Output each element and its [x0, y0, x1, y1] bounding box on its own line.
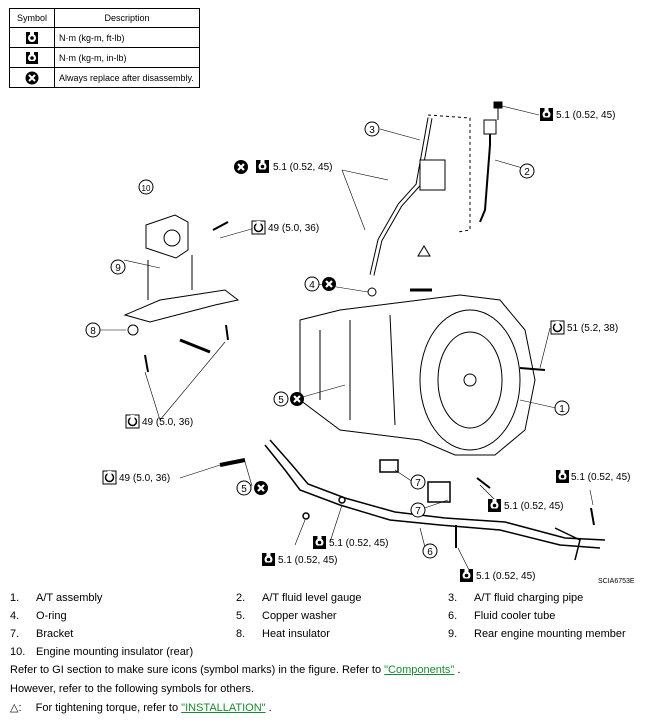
torque-label-right: 5.1 (0.52, 45): [571, 472, 630, 483]
torque-wrench-ftlb-icon: [251, 220, 266, 235]
part-item: 10.Engine mounting insulator (rear): [10, 646, 194, 658]
callout-2: 2: [519, 163, 535, 179]
fluid-cooler-tube: [219, 439, 606, 561]
legend-desc-ftlb: N·m (kg-m, ft-lb): [54, 27, 200, 48]
part-item: 3.A/T fluid charging pipe: [448, 592, 584, 604]
torque-label-union: 49 (5.0, 36): [119, 473, 170, 484]
components-link[interactable]: "Components": [384, 664, 455, 676]
callout-5-upper: 5: [273, 391, 289, 407]
torque-label-charging-pipe: 5.1 (0.52, 45): [556, 110, 615, 121]
svg-text:6: 6: [427, 547, 433, 558]
part-item: 8.Heat insulator: [236, 628, 330, 640]
note-line-2: However, refer to the following symbols …: [10, 683, 254, 695]
svg-text:3: 3: [369, 125, 375, 136]
part-item: 6.Fluid cooler tube: [448, 610, 556, 622]
svg-text:8: 8: [90, 326, 96, 337]
torque-label-tube-a: 5.1 (0.52, 45): [329, 538, 388, 549]
svg-text:10: 10: [142, 184, 151, 193]
torque-label-rear: 51 (5.2, 38): [567, 323, 618, 334]
callout-3: 3: [364, 121, 380, 137]
torque-wrench-inlb-icon: [262, 553, 275, 566]
torque-wrench-ftlb-icon: [550, 320, 565, 335]
triangle-symbol-icon: [417, 245, 431, 257]
part-item: 9.Rear engine mounting member: [448, 628, 626, 640]
part-item: 5.Copper washer: [236, 610, 337, 622]
at-assembly-body: [299, 287, 546, 456]
symbol-legend-table: Symbol Description N·m (kg-m, ft-lb) N·m…: [9, 8, 200, 88]
note-line-3: △: For tightening torque, refer to "INST…: [10, 702, 272, 714]
callout-7-lower: 7: [410, 502, 426, 518]
torque-label-insulator: 49 (5.0, 36): [268, 223, 319, 234]
callout-9: 9: [110, 259, 126, 275]
svg-text:2: 2: [524, 167, 530, 178]
svg-text:1: 1: [559, 404, 565, 415]
callout-1: 1: [554, 400, 570, 416]
svg-text:5: 5: [278, 395, 284, 406]
svg-text:5: 5: [241, 484, 247, 495]
part-item: 2.A/T fluid level gauge: [236, 592, 362, 604]
torque-wrench-inlb-icon: [313, 536, 326, 549]
callout-5-lower: 5: [236, 480, 252, 496]
callout-7-upper: 7: [410, 474, 426, 490]
torque-wrench-inlb-icon: [460, 569, 473, 582]
torque-wrench-inlb-icon: [540, 108, 553, 121]
legend-header-symbol: Symbol: [9, 8, 55, 28]
always-replace-icon: [288, 390, 306, 408]
legend-header-description: Description: [54, 8, 200, 28]
svg-text:7: 7: [415, 478, 421, 489]
torque-label-tube-b: 5.1 (0.52, 45): [278, 555, 337, 566]
mounting-member-group: [123, 214, 240, 373]
triangle-symbol-icon: △:: [10, 702, 22, 714]
svg-text:4: 4: [309, 280, 315, 291]
torque-label-clamp: 5.1 (0.52, 45): [504, 501, 563, 512]
svg-text:7: 7: [415, 506, 421, 517]
torque-wrench-inlb-icon: [26, 51, 38, 64]
installation-link[interactable]: "INSTALLATION": [181, 702, 266, 714]
callout-4: 4: [304, 276, 320, 292]
torque-wrench-inlb-icon: [488, 499, 501, 512]
legend-desc-inlb: N·m (kg-m, in-lb): [54, 47, 200, 68]
torque-label-gauge-bolt: 5.1 (0.52, 45): [273, 162, 332, 173]
fluid-gauge-group: [369, 101, 503, 276]
callout-6: 6: [422, 543, 438, 559]
torque-label-bottom: 5.1 (0.52, 45): [476, 571, 535, 582]
torque-wrench-ftlb-icon: [102, 470, 117, 485]
always-replace-icon: [232, 158, 250, 176]
torque-label-member: 49 (5.0, 36): [142, 417, 193, 428]
torque-wrench-inlb-icon: [256, 160, 269, 173]
callout-10: 10: [138, 179, 154, 195]
part-item: 7.Bracket: [10, 628, 74, 640]
legend-desc-replace: Always replace after disassembly.: [54, 67, 200, 88]
part-item: 4.O-ring: [10, 610, 67, 622]
callout-8: 8: [85, 322, 101, 338]
note-line-1: Refer to GI section to make sure icons (…: [10, 664, 461, 676]
torque-wrench-ftlb-icon: [26, 31, 38, 44]
always-replace-icon: [320, 275, 338, 293]
part-item: 1.A/T assembly: [10, 592, 103, 604]
always-replace-icon: [252, 479, 270, 497]
svg-text:9: 9: [115, 263, 121, 274]
figure-code: SCIA6753E: [598, 578, 635, 585]
exploded-diagram: 3 2 10 9 4 8 1 5 5 7 7 6 5.1 (0.52, 45) …: [85, 101, 630, 582]
torque-wrench-ftlb-icon: [125, 414, 140, 429]
torque-wrench-inlb-icon: [556, 470, 569, 483]
always-replace-icon: [25, 71, 39, 84]
